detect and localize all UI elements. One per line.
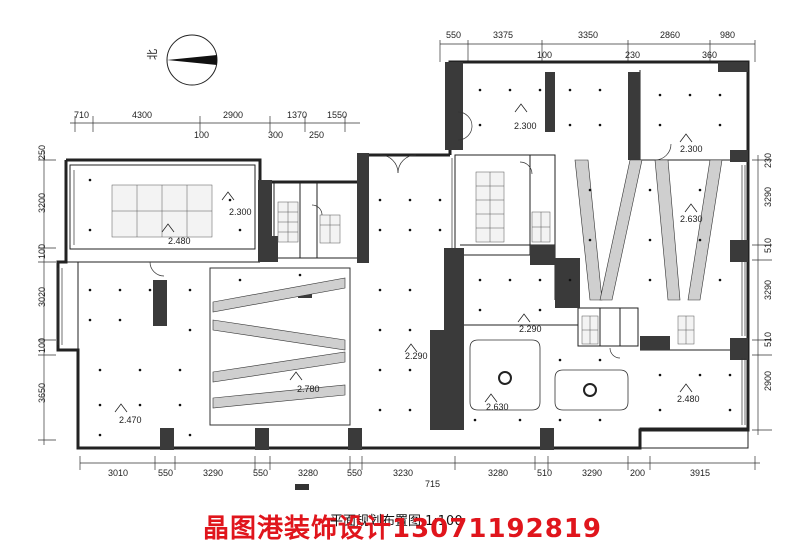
ceiling-height-label: 2.480 bbox=[168, 236, 191, 246]
exterior-walls bbox=[56, 60, 750, 450]
dim-right-1: 230 bbox=[763, 153, 773, 168]
ceiling-height-label: 2.470 bbox=[119, 415, 142, 425]
dim-right-5: 510 bbox=[763, 332, 773, 347]
ceiling-height-label: 2.300 bbox=[229, 207, 252, 217]
scale-marker bbox=[295, 484, 309, 490]
dim-left-top-5: 1550 bbox=[327, 110, 347, 120]
dim-left-top-1: 710 bbox=[74, 110, 89, 120]
ceiling-height-label: 2.480 bbox=[677, 394, 700, 404]
dim-right-4: 3290 bbox=[763, 280, 773, 300]
dim-top-1: 550 bbox=[446, 30, 461, 40]
chandelier-icon bbox=[498, 371, 597, 397]
dim-top-sub-3: 360 bbox=[702, 50, 717, 60]
dim-right-2: 3290 bbox=[763, 187, 773, 207]
dim-bottom-1: 3010 bbox=[108, 468, 128, 478]
elevation-markers bbox=[114, 103, 698, 413]
angled-ceiling-strips bbox=[574, 159, 723, 301]
ceiling-height-label: 2.300 bbox=[680, 144, 703, 154]
dim-top-3: 3350 bbox=[578, 30, 598, 40]
ceiling-light-dots bbox=[88, 88, 732, 437]
ceiling-height-label: 2.630 bbox=[680, 214, 703, 224]
wall-columns bbox=[153, 62, 748, 450]
dim-bottom-8: 3280 bbox=[488, 468, 508, 478]
dim-right-3: 510 bbox=[763, 238, 773, 253]
dim-left-top-4: 1370 bbox=[287, 110, 307, 120]
dim-bottom-4: 550 bbox=[253, 468, 268, 478]
ceiling-height-label: 2.780 bbox=[297, 384, 320, 394]
dim-bottom-3: 3290 bbox=[203, 468, 223, 478]
ceiling-height-label: 2.290 bbox=[519, 324, 542, 334]
ceiling-height-label: 2.290 bbox=[405, 351, 428, 361]
dim-left-top-sub-2: 300 bbox=[268, 130, 283, 140]
dim-bottom-7: 3230 bbox=[393, 468, 413, 478]
ceiling-height-label: 2.630 bbox=[486, 402, 509, 412]
drawing-title: 平面规划布置图 1:100 bbox=[330, 514, 463, 529]
dim-left-1: 250 bbox=[37, 145, 47, 160]
ceiling-height-labels: 2.300 2.300 2.300 2.480 2.630 2.290 2.29… bbox=[119, 121, 703, 425]
dim-left-top-sub-3: 250 bbox=[309, 130, 324, 140]
dim-top-5: 980 bbox=[720, 30, 735, 40]
dim-left-4: 3020 bbox=[37, 287, 47, 307]
dim-left-2: 3200 bbox=[37, 193, 47, 213]
windows bbox=[57, 158, 746, 425]
north-label: 北 bbox=[146, 49, 159, 60]
dim-bottom-12: 3915 bbox=[690, 468, 710, 478]
dim-bottom-10: 3290 bbox=[582, 468, 602, 478]
dim-top-sub-1: 100 bbox=[537, 50, 552, 60]
dim-left-top-2: 4300 bbox=[132, 110, 152, 120]
dim-left-6: 3650 bbox=[37, 383, 47, 403]
dim-top-2: 3375 bbox=[493, 30, 513, 40]
doors bbox=[149, 111, 672, 359]
dim-bottom-9: 510 bbox=[537, 468, 552, 478]
dim-left-5: 100 bbox=[37, 338, 47, 353]
dim-bottom-6: 550 bbox=[347, 468, 362, 478]
dim-bottom-5: 3280 bbox=[298, 468, 318, 478]
dim-bottom-2: 550 bbox=[158, 468, 173, 478]
dimension-lines bbox=[38, 40, 772, 470]
dim-top-sub-2: 230 bbox=[625, 50, 640, 60]
dimension-texts: 550 3375 3350 2860 980 100 230 360 710 4… bbox=[37, 30, 773, 489]
watermark-text: 晶图港装饰设计13071192819 bbox=[203, 514, 602, 544]
dim-left-3: 100 bbox=[37, 244, 47, 259]
dim-left-top-3: 2900 bbox=[223, 110, 243, 120]
dim-left-top-sub-1: 100 bbox=[194, 130, 209, 140]
central-ceiling-feature bbox=[209, 267, 351, 426]
tiled-bathrooms bbox=[111, 171, 695, 345]
round-ceiling-features bbox=[469, 339, 629, 411]
dim-right-6: 2900 bbox=[763, 371, 773, 391]
dim-top-4: 2860 bbox=[660, 30, 680, 40]
north-arrow: 北 bbox=[146, 34, 218, 86]
dim-bottom-11: 200 bbox=[630, 468, 645, 478]
interior-walls bbox=[66, 70, 749, 449]
ceiling-height-label: 2.300 bbox=[514, 121, 537, 131]
dim-bottom-sub-1: 715 bbox=[425, 479, 440, 489]
